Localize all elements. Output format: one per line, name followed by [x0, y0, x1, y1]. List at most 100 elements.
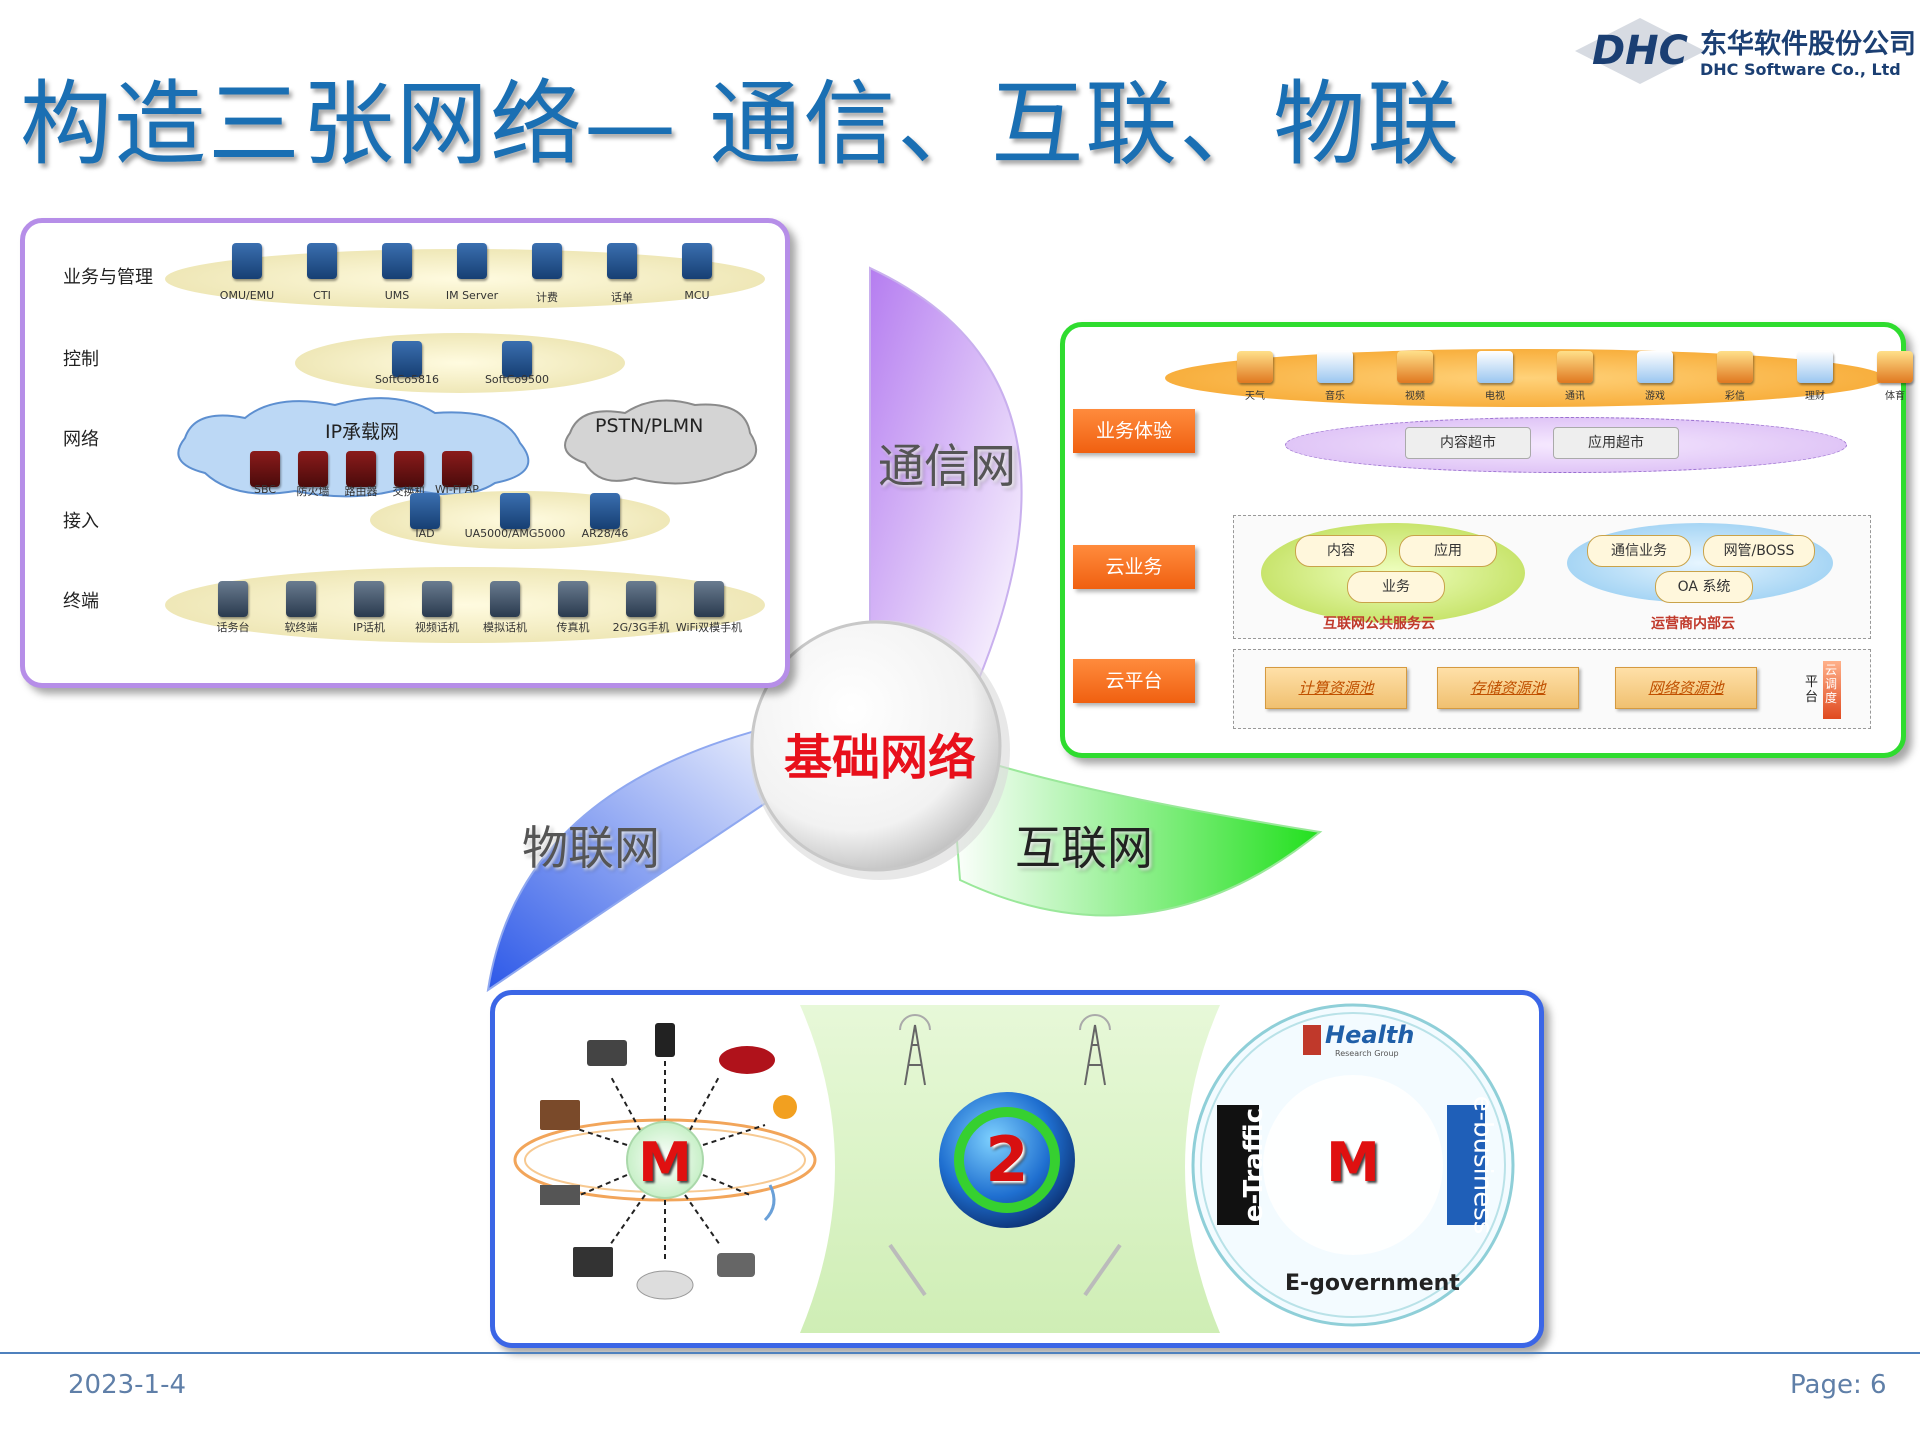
service-icon [1637, 351, 1673, 383]
health-sub: Research Group [1335, 1049, 1399, 1058]
petal-iot [486, 718, 832, 993]
company-logo: DHC 东华软件股份公司 DHC Software Co., Ltd [1570, 8, 1916, 88]
petal-telecom [869, 266, 1023, 701]
center-circle [750, 620, 1002, 872]
device-label: AR28/46 [581, 527, 629, 540]
device-icon [250, 451, 280, 487]
device-icon [394, 451, 424, 487]
logo-cn: 东华软件股份公司 [1700, 29, 1916, 60]
device-label: 2G/3G手机 [612, 621, 670, 634]
device-label: SoftCo5816 [374, 373, 440, 386]
device-label: WiFi双模手机 [675, 621, 743, 634]
m-left: M [638, 1131, 692, 1194]
device-label: 视频话机 [415, 621, 459, 634]
mall-item: 应用超市 [1553, 427, 1679, 459]
center-label: 基础网络 [783, 730, 976, 786]
resource-pool: 计算资源池 [1265, 667, 1407, 709]
device-icon [626, 581, 656, 617]
logo-en: DHC Software Co., Ltd [1700, 60, 1901, 79]
traffic-label: e-Traffic [1239, 1107, 1270, 1223]
device-label: 传真机 [556, 621, 590, 634]
service-icon [1397, 351, 1433, 383]
m-right: M [1326, 1131, 1380, 1194]
device-icon [298, 451, 328, 487]
row-tag: 业务体验 [1073, 409, 1195, 453]
layer-label: 控制 [63, 349, 99, 370]
service-label: 视频 [1405, 391, 1425, 402]
service-label: 电视 [1485, 391, 1505, 402]
internet-panel: 天气音乐视频电视通讯游戏彩信理财体育 业务体验 云业务 云平台 内容超市 应用超… [1060, 322, 1913, 758]
service-label: 游戏 [1645, 391, 1665, 402]
logo-mark: DHC [1592, 28, 1688, 74]
device-icon [346, 451, 376, 487]
device-icon [607, 243, 637, 279]
device-label: SBC [253, 483, 277, 496]
device-label: MCU [684, 289, 710, 302]
control-ellipse [295, 333, 625, 393]
device-label: 路由器 [344, 485, 378, 498]
device-label: IP话机 [353, 621, 385, 634]
government-label: E-government [1285, 1271, 1460, 1296]
center-num: 2 [985, 1123, 1029, 1196]
page-number: Page: 6 [1790, 1370, 1887, 1400]
service-label: 音乐 [1325, 391, 1345, 402]
terminal-ellipse [165, 567, 765, 643]
layer-label: 终端 [63, 591, 99, 612]
iot-graphics [513, 1003, 1515, 1333]
device-icon [682, 243, 712, 279]
device-icon [422, 581, 452, 617]
layer-label: 业务与管理 [63, 267, 153, 288]
device-label: IAD [415, 527, 435, 540]
dhc-logo-icon: DHC [1575, 18, 1705, 84]
device-label: 话务台 [216, 621, 250, 634]
operator-cloud-label: 运营商内部云 [1651, 616, 1735, 632]
device-icon [307, 243, 337, 279]
device-label: OMU/EMU [219, 289, 275, 302]
iot-panel: M 2 M Health Research Group e-Traffic e-… [490, 990, 1544, 1348]
ip-cloud-label: IP承载网 [325, 421, 400, 443]
health-label: Health [1325, 1021, 1415, 1049]
operator-cloud-item: 通信业务 [1587, 535, 1691, 567]
service-icon [1877, 351, 1913, 383]
device-icon [354, 581, 384, 617]
device-icon [590, 493, 620, 529]
service-icon [1557, 351, 1593, 383]
row-tag: 云平台 [1073, 659, 1195, 703]
footer-date: 2023-1-4 [68, 1370, 187, 1400]
pstn-cloud [564, 399, 758, 485]
device-label: 计费 [536, 291, 558, 304]
scheduler-text: 云调度 [1825, 663, 1838, 705]
scheduler-label: 平台 [1805, 675, 1819, 705]
footer-divider [0, 1352, 1920, 1354]
device-icon [558, 581, 588, 617]
public-cloud-item: 业务 [1347, 571, 1445, 603]
mall-item: 内容超市 [1405, 427, 1531, 459]
device-label: 模拟话机 [483, 621, 527, 634]
device-label: UMS [384, 289, 410, 302]
device-label: SoftCo9500 [484, 373, 550, 386]
business-label: e-business [1467, 1095, 1498, 1235]
public-cloud-item: 内容 [1295, 535, 1387, 567]
device-label: UA5000/AMG5000 [464, 527, 566, 540]
device-label: 软终端 [284, 621, 318, 634]
device-label: 防火墙 [296, 485, 330, 498]
device-label: CTI [313, 289, 331, 302]
device-icon [382, 243, 412, 279]
device-icon [392, 341, 422, 377]
service-icon [1317, 351, 1353, 383]
resource-pool: 网络资源池 [1615, 667, 1757, 709]
service-label: 理财 [1805, 391, 1825, 402]
device-icon [410, 493, 440, 529]
service-icon [1797, 351, 1833, 383]
service-label: 通讯 [1565, 391, 1585, 402]
device-icon [694, 581, 724, 617]
device-label: 话单 [611, 291, 633, 304]
device-icon [232, 243, 262, 279]
scheduler-bar: 云调度 [1823, 661, 1841, 719]
petal-label-telecom: 通信网 [878, 439, 1016, 493]
device-icon [218, 581, 248, 617]
operator-cloud-item: OA 系统 [1655, 571, 1753, 603]
public-cloud-item: 应用 [1399, 535, 1497, 567]
